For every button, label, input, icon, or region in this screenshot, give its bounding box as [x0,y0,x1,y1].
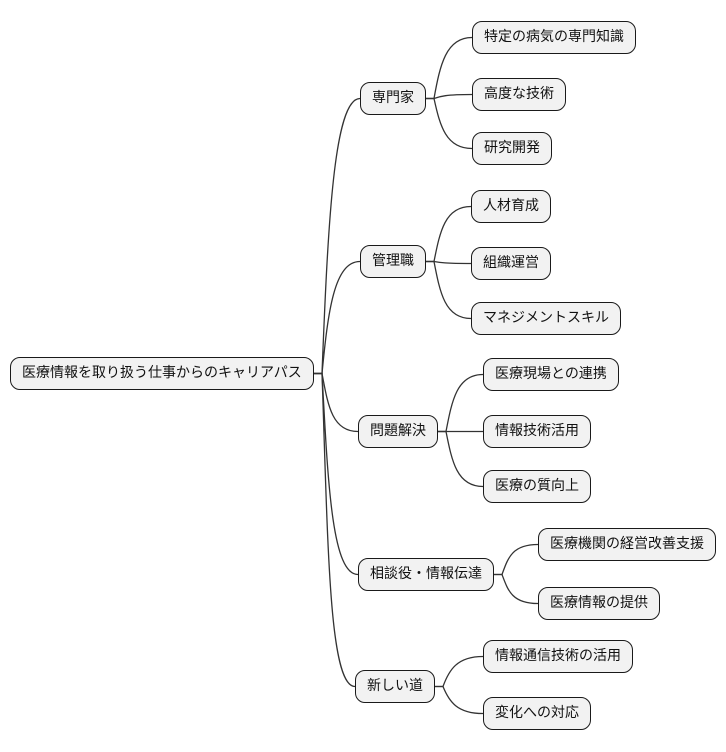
mindmap-edge [314,372,359,433]
node-branch-advisor-info-transfer: 相談役・情報伝達 [358,558,494,591]
node-leaf-hr-development: 人材育成 [471,190,551,223]
node-leaf-research-development: 研究開発 [472,132,552,165]
mindmap-edge [426,97,473,150]
node-leaf-quality-improvement: 医療の質向上 [483,470,591,503]
mindmap-edge [438,430,484,488]
node-leaf-medical-info-provision: 医療情報の提供 [538,587,660,620]
mindmap-edge [438,373,484,433]
node-leaf-organization-management: 組織運営 [471,247,551,280]
mindmap-edge [435,655,484,688]
node-branch-management: 管理職 [360,245,426,278]
node-leaf-adapting-to-change: 変化への対応 [483,697,591,730]
node-leaf-disease-expertise: 特定の病気の専門知識 [472,21,636,54]
mindmap-edge [314,372,356,688]
node-branch-specialist: 専門家 [360,82,426,115]
node-leaf-management-improvement-support: 医療機関の経営改善支援 [538,528,716,561]
node-root-career-path: 医療情報を取り扱う仕事からのキャリアパス [10,357,314,390]
node-leaf-ict-utilization: 情報通信技術の活用 [483,640,633,673]
mindmap-edge [435,685,484,715]
mindmap-edge [426,205,472,263]
mindmap-edge [426,260,472,320]
mindmap-edge [314,372,359,576]
mindmap-edge [494,543,539,576]
node-branch-problem-solving: 問題解決 [358,415,438,448]
mindmap-edge [494,573,539,605]
mindmap-edge [426,36,473,100]
mindmap-edge [314,260,361,375]
node-leaf-advanced-skills: 高度な技術 [472,78,566,111]
node-leaf-medical-field-cooperation: 医療現場との連携 [483,358,619,391]
mindmap-edge [314,97,361,375]
node-leaf-it-utilization: 情報技術活用 [483,415,591,448]
node-leaf-management-skills: マネジメントスキル [471,302,621,335]
node-branch-new-path: 新しい道 [355,670,435,703]
